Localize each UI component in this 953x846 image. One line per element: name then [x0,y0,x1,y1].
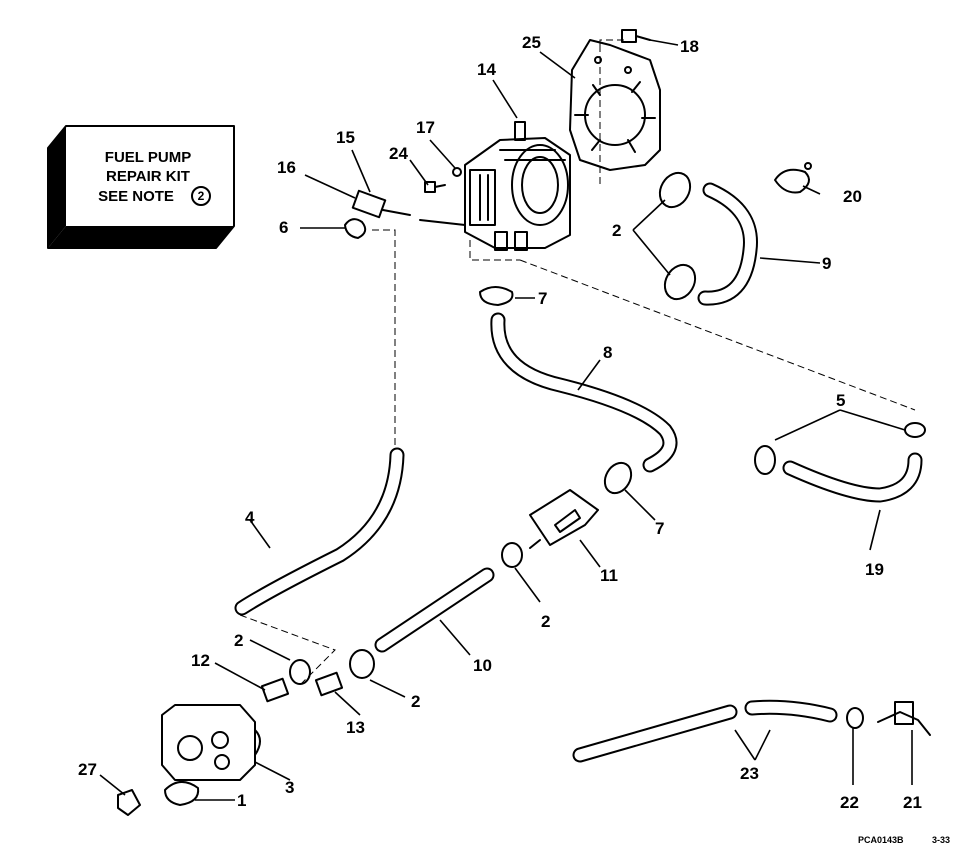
callout-19: 19 [865,560,884,579]
connector-21 [877,701,931,736]
kit-line-2: REPAIR KIT [106,168,190,185]
washer-17 [452,167,462,177]
callout-7-a: 7 [538,289,547,308]
page-ref: 3-33 [932,835,950,845]
clamp-22 [846,707,864,729]
callout-6: 6 [279,218,288,237]
leader-lines [99,39,913,801]
callout-1: 1 [237,791,246,810]
screw-18 [621,29,651,43]
fuel-pump-assembly [419,121,571,251]
callout-2-d: 2 [411,692,420,711]
clamp-7-lower [603,461,633,495]
mounting-bracket [569,39,661,171]
callout-7-b: 7 [655,519,664,538]
callout-15: 15 [336,128,355,147]
clamp-6 [344,218,367,239]
clamp-2-filter [501,542,523,568]
connector-12 [260,677,290,703]
hose-8 [490,312,678,473]
hose-23 [572,699,838,763]
callout-5: 5 [836,391,845,410]
callout-25: 25 [522,33,541,52]
kit-note-number: 2 [198,189,205,203]
connector-13 [314,671,344,697]
hose-19 [782,452,923,503]
note-circle [191,186,211,206]
screw-24 [424,181,446,193]
callout-14: 14 [477,60,496,79]
callout-2-b: 2 [541,612,550,631]
kit-line-1: FUEL PUMP [105,149,191,166]
part-27 [117,789,141,816]
callout-9: 9 [822,254,831,273]
callout-labels: 1 2 2 2 2 3 4 5 6 7 7 8 9 10 11 12 13 14… [78,33,922,812]
figure-code: PCA0143B [858,835,904,845]
clamp-1 [164,781,200,806]
clamp-20 [774,162,812,194]
pump-3 [161,704,261,781]
callout-17: 17 [416,118,435,137]
clamp-2-lower-left [289,659,311,685]
fuel-filter-11 [529,489,599,549]
clamp-2-lower-right [349,649,375,679]
callout-20: 20 [843,187,862,206]
repair-kit-box: FUEL PUMP REPAIR KIT SEE NOTE 2 [47,125,235,249]
callout-2-c: 2 [234,631,243,650]
hose-10 [374,567,495,653]
callout-12: 12 [191,651,210,670]
clamp-2-upper [658,171,697,301]
clamp-7-upper [479,286,514,306]
callout-27: 27 [78,760,97,779]
callout-4: 4 [245,508,255,527]
assembly-lines [239,39,916,686]
callout-24: 24 [389,144,408,163]
callout-11: 11 [600,566,618,585]
callout-16: 16 [277,158,296,177]
callout-18: 18 [680,37,699,56]
callout-3: 3 [285,778,294,797]
callout-23: 23 [740,764,759,783]
callout-21: 21 [903,793,922,812]
callout-13: 13 [346,718,365,737]
hose-9 [697,182,758,306]
hose-4 [234,447,405,616]
fitting-15 [351,189,411,219]
callout-8: 8 [603,343,612,362]
callout-2-a: 2 [612,221,621,240]
callout-10: 10 [473,656,492,675]
kit-line-3: SEE NOTE [98,188,174,205]
clamp-5 [754,422,926,475]
callout-22: 22 [840,793,859,812]
